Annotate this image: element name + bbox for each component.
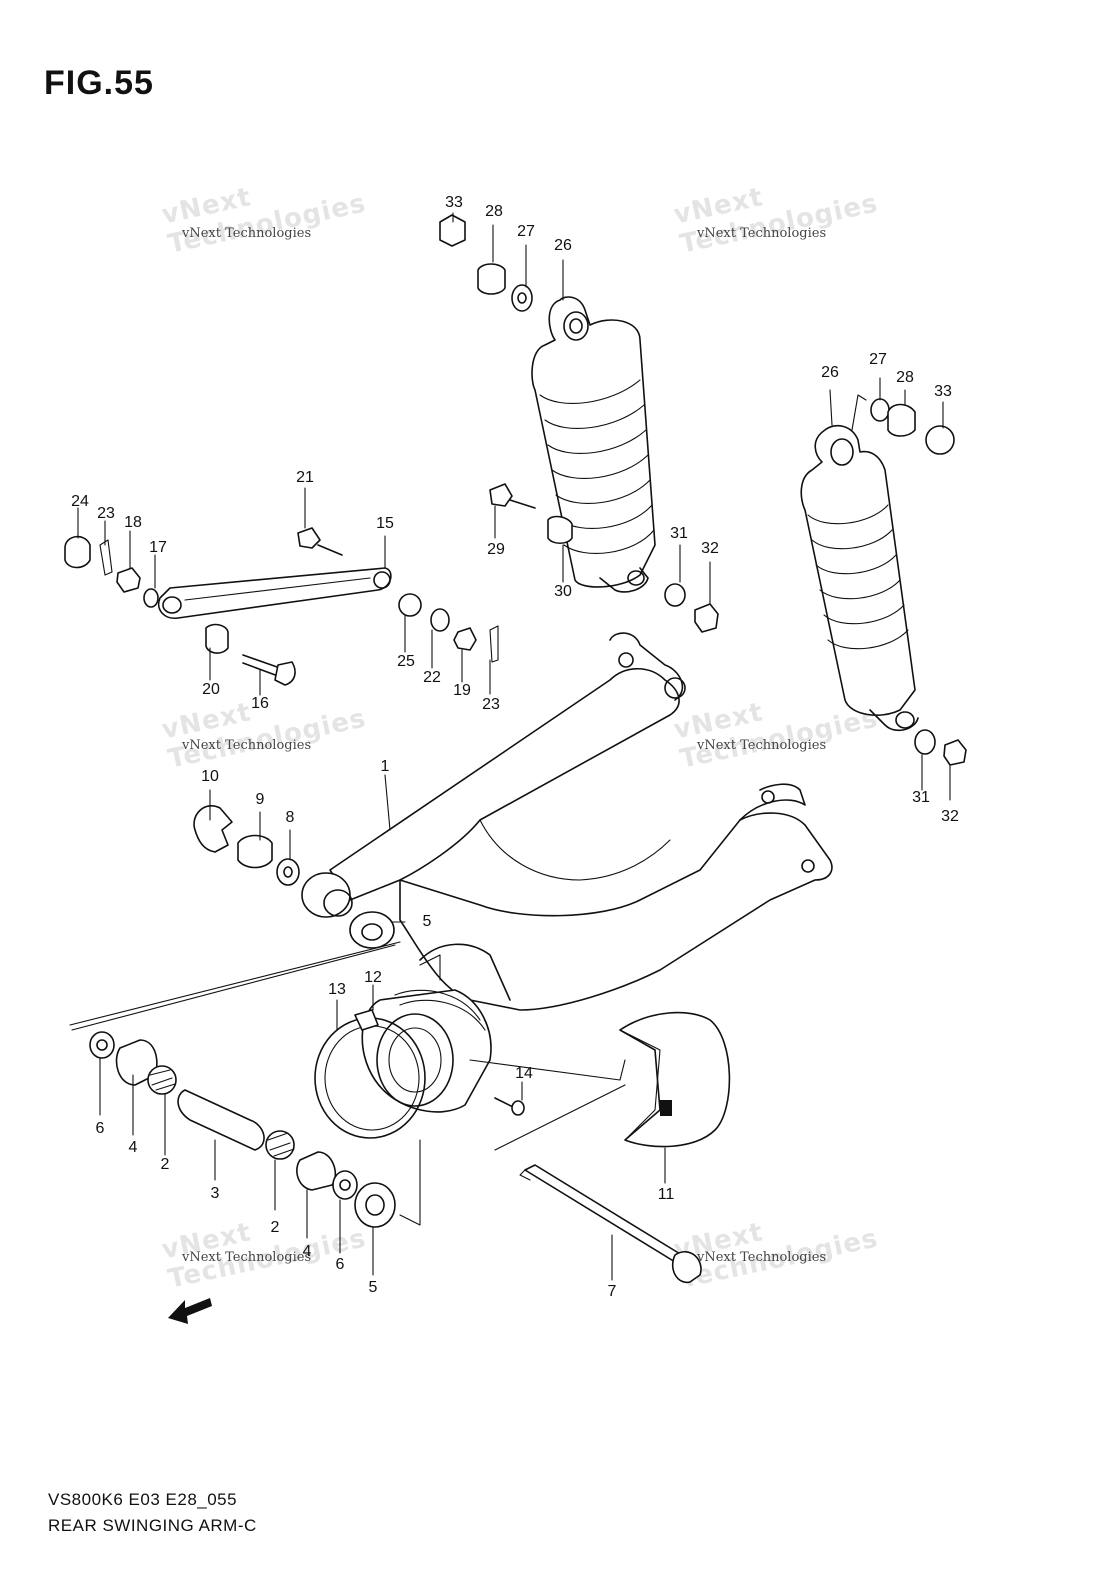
cushion-rod [158,567,392,620]
left-shock-hardware [439,214,719,633]
callout-label: 28 [485,203,503,220]
callout-label: 3 [210,1185,220,1202]
watermark-small: vNext Technologies [697,1250,827,1265]
callout-label: 33 [445,194,463,211]
callout-label: 21 [296,469,314,486]
figure-title: FIG.55 [44,64,154,102]
callout-label: 9 [255,791,265,808]
callout-label: 18 [124,514,142,531]
diagram-name: REAR SWINGING ARM-C [48,1516,257,1535]
callout-label: 10 [201,768,219,785]
callout-label: 24 [71,493,89,510]
watermark-small: vNext Technologies [697,738,827,753]
callout-label: 31 [670,525,688,542]
callout-label: 25 [397,653,415,670]
callout-label: 26 [554,237,572,254]
callout-label: 19 [453,682,471,699]
callout-label: 2 [160,1156,170,1173]
swinging-arm [329,632,833,1011]
right-shock-absorber [800,394,919,732]
callout-label: 4 [128,1139,138,1156]
callout-label: 4 [302,1243,312,1260]
callout-label: 11 [657,1186,675,1203]
callout-label: 12 [364,969,382,986]
callout-label: 23 [97,505,115,522]
callout-label: 27 [869,351,887,368]
left-shock-absorber [531,296,656,593]
leader-lines [77,212,951,1281]
pivot-cap-hardware [193,805,395,949]
screw [494,1097,525,1116]
callout-label: 7 [607,1283,617,1300]
callout-label: 22 [423,669,441,686]
front-direction-arrow-icon [168,1298,212,1324]
boot-clamp [314,1009,426,1139]
callout-label: 23 [482,696,500,713]
watermark-small: vNext Technologies [182,1250,312,1265]
callout-label: 15 [376,515,394,532]
callout-label: 28 [896,369,914,386]
callout-label: 27 [517,223,535,240]
pivot-bolt [519,1164,702,1284]
callout-label: 30 [554,583,572,600]
callout-label: 31 [912,789,930,806]
callout-label: 5 [368,1279,378,1296]
callout-label: 16 [251,695,269,712]
callout-label: 20 [202,681,220,698]
callout-label: 2 [270,1219,280,1236]
watermark-small: vNext Technologies [182,738,312,753]
callout-label: 5 [422,913,432,930]
callout-label: 17 [149,539,167,556]
watermark-small: vNext Technologies [182,226,312,241]
callout-label: 32 [701,540,719,557]
callout-label: 6 [95,1120,105,1137]
watermark-small: vNext Technologies [697,226,827,241]
cover [619,1011,731,1148]
callout-label: 26 [821,364,839,381]
callout-label: 6 [335,1256,345,1273]
assembly-guide-lines [69,941,626,1226]
callout-label: 29 [487,541,505,558]
callout-label: 14 [515,1065,533,1082]
callout-label: 13 [328,981,346,998]
callout-label: 33 [934,383,952,400]
callout-label: 1 [380,758,390,775]
pivot-shaft-stack [89,1031,396,1228]
pivot-bushing [301,872,353,918]
diagram-code: VS800K6 E03 E28_055 [48,1490,238,1509]
right-shock-hardware [870,398,967,766]
cushion-rod-hardware [64,527,499,686]
final-drive-boot [361,989,492,1113]
callout-label: 8 [285,809,295,826]
callout-label: 32 [941,808,959,825]
